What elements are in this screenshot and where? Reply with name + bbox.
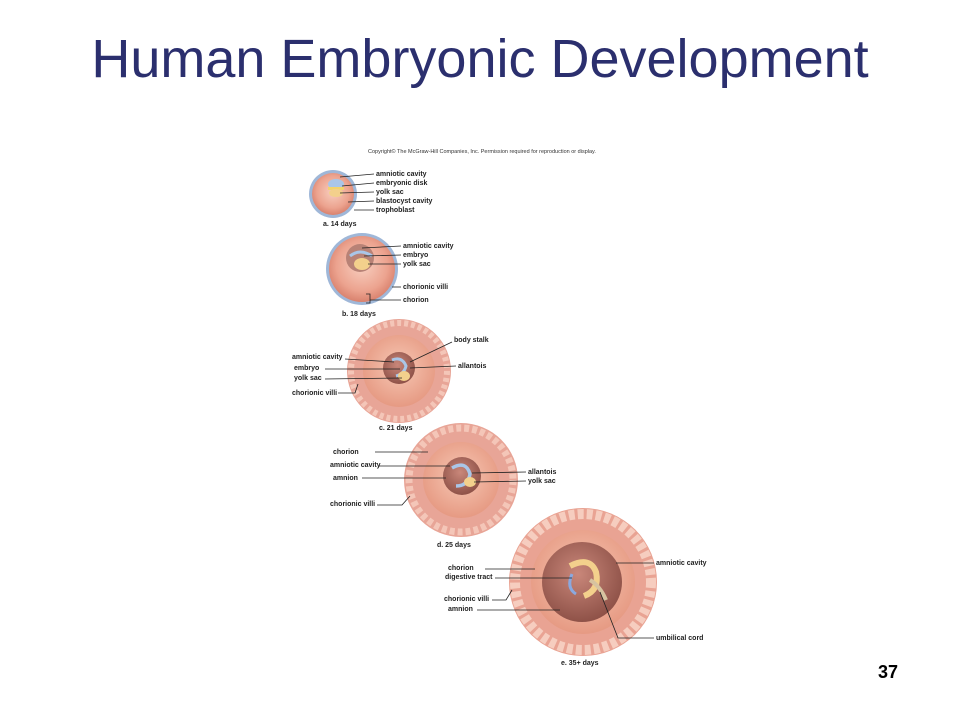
stage-d-illustration xyxy=(404,423,518,537)
stage-e-embryo xyxy=(568,559,600,599)
stage-c-chorionic-villi xyxy=(348,320,450,422)
stage-d-caption: d. 25 days xyxy=(437,542,471,549)
stage-e-label-chorion: chorion xyxy=(448,565,474,572)
stage-c-label-chorionic-villi: chorionic villi xyxy=(292,390,337,397)
slide-title: Human Embryonic Development xyxy=(91,29,869,89)
stage-b-label-embryo: embryo xyxy=(403,252,428,259)
stage-e-label-amnion: amnion xyxy=(448,606,473,613)
stage-a-amniotic-cavity xyxy=(328,179,344,189)
stage-e-digestive-tract xyxy=(568,573,577,596)
stage-c-illustration xyxy=(347,319,451,423)
stage-c-label-body-stalk: body stalk xyxy=(454,337,489,344)
stage-d-label-amnion: amnion xyxy=(333,475,358,482)
stage-b-leaders xyxy=(361,245,402,304)
stage-c-label-yolk-sac: yolk sac xyxy=(294,375,322,382)
stage-c-label-allantois: allantois xyxy=(458,363,487,370)
stage-a-label-amniotic-cavity: amniotic cavity xyxy=(376,171,427,178)
stage-e-caption: e. 35+ days xyxy=(561,660,599,667)
stage-a-label-trophoblast: trophoblast xyxy=(376,207,415,214)
stage-a-embryonic-disk xyxy=(328,187,344,190)
stage-b-label-chorionic-villi: chorionic villi xyxy=(403,284,448,291)
stage-e-label-chorionic-villi: chorionic villi xyxy=(444,596,489,603)
stage-e-label-umbilical-cord: umbilical cord xyxy=(656,635,703,642)
stage-d-amniotic-cavity xyxy=(443,457,481,495)
stage-a-label-embryonic-disk: embryonic disk xyxy=(376,180,427,187)
stage-d-yolk-sac xyxy=(464,477,476,487)
stage-b-caption: b. 18 days xyxy=(342,311,376,318)
stage-a-illustration xyxy=(309,170,357,218)
stage-c-leaders xyxy=(324,341,457,394)
stage-a-label-yolk-sac: yolk sac xyxy=(376,189,404,196)
stage-b-label-amniotic-cavity: amniotic cavity xyxy=(403,243,454,250)
stage-d-label-chorion: chorion xyxy=(333,449,359,456)
stage-b-yolk-sac xyxy=(354,258,370,270)
stage-d-label-chorionic-villi: chorionic villi xyxy=(330,501,375,508)
stage-d-leaders xyxy=(362,451,527,506)
stage-c-caption: c. 21 days xyxy=(379,425,413,432)
stage-d-label-allantois: allantois xyxy=(528,469,557,476)
stage-b-label-yolk-sac: yolk sac xyxy=(403,261,431,268)
stage-b-embryo xyxy=(349,250,373,258)
stage-a-caption: a. 14 days xyxy=(323,221,357,228)
stage-e-chorionic-villi xyxy=(510,509,656,655)
stage-e-illustration xyxy=(509,508,657,656)
stage-b-illustration xyxy=(326,233,398,305)
copyright-notice: Copyright© The McGraw-Hill Companies, In… xyxy=(368,149,596,155)
stage-e-leaders xyxy=(477,562,654,639)
stage-d-embryo xyxy=(451,463,472,488)
stage-d-label-amniotic-cavity: amniotic cavity xyxy=(330,462,381,469)
stage-a-label-blastocyst-cavity: blastocyst cavity xyxy=(376,198,433,205)
stage-e-label-amniotic-cavity: amniotic cavity xyxy=(656,560,707,567)
stage-e-amniotic-cavity xyxy=(542,542,622,622)
stage-a-yolk-sac xyxy=(329,189,343,197)
stage-d-chorionic-villi xyxy=(405,424,517,536)
stage-c-label-amniotic-cavity: amniotic cavity xyxy=(292,354,343,361)
stage-a-leaders xyxy=(339,173,375,211)
stage-d-label-yolk-sac: yolk sac xyxy=(528,478,556,485)
page-number: 37 xyxy=(878,662,899,682)
stage-e-label-digestive-tract: digestive tract xyxy=(445,574,493,581)
stage-c-yolk-sac xyxy=(398,371,410,381)
stage-b-label-chorion: chorion xyxy=(403,297,429,304)
stage-c-label-embryo: embryo xyxy=(294,365,319,372)
stage-e-umbilical-cord xyxy=(588,578,608,601)
